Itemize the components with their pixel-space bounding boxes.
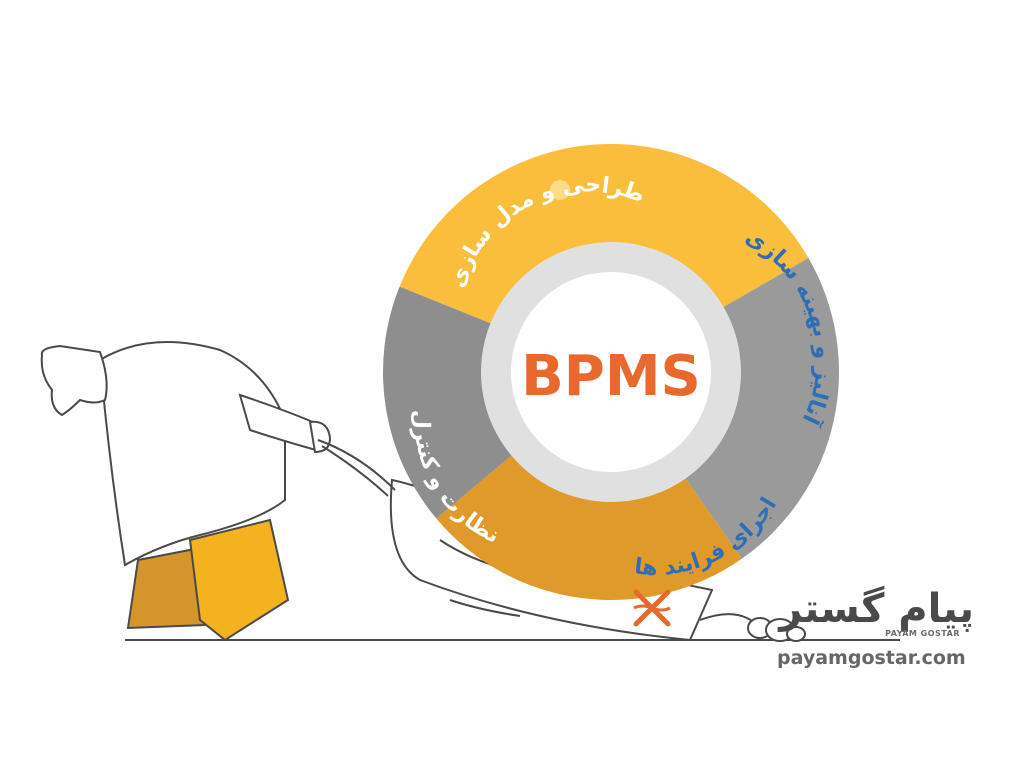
brand-name-fa: پیام گستر	[779, 586, 974, 632]
wheel-inner-band	[481, 242, 741, 502]
wheel-segment-design	[399, 143, 809, 324]
wheel-segment-execution	[436, 455, 742, 600]
wheel-segment-monitoring	[383, 286, 512, 519]
center-label: BPMS	[521, 344, 701, 409]
bpms-wheel	[383, 143, 840, 600]
wheel-segment-analysis	[685, 258, 840, 559]
payamgostar-mark-icon	[633, 589, 671, 627]
wheel-hub	[515, 276, 707, 468]
person-pulling-icon	[40, 341, 396, 642]
website-url: payamgostar.com	[777, 647, 966, 669]
brand-name-en: PAYAM GOSTAR	[885, 629, 960, 638]
brand-logo: پیام گستر PAYAM GOSTAR	[770, 585, 1010, 675]
rocks-icon	[747, 617, 806, 642]
wheel-highlight	[550, 180, 570, 200]
